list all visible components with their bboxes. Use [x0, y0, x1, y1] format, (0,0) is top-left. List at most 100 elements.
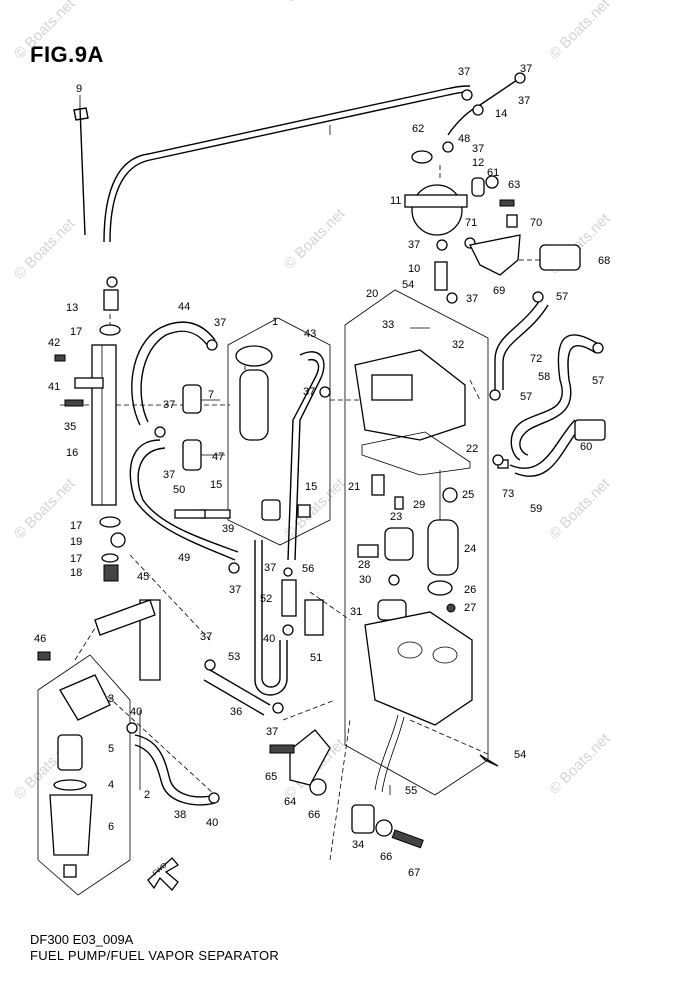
connector-47: [182, 439, 202, 471]
callout: 42: [48, 337, 60, 349]
dash-line: [309, 591, 351, 621]
callout: 56: [302, 563, 314, 575]
callout: 38: [174, 809, 186, 821]
callout: 37: [472, 143, 484, 155]
gasket-22: [361, 431, 471, 476]
callout: 67: [408, 867, 420, 879]
clip-37: [446, 292, 458, 304]
callout: 32: [452, 339, 464, 351]
hose-44-inner: [140, 330, 209, 423]
cable-tie-9: [73, 107, 89, 236]
callout: 37: [214, 317, 226, 329]
fuel-pump-1: [239, 369, 269, 441]
callout: 43: [304, 328, 316, 340]
hose-55-inner: [381, 716, 405, 793]
watermark: © Boats.net: [546, 0, 614, 63]
dash-line: [469, 379, 481, 401]
hose-59: [509, 419, 576, 469]
callout: 50: [173, 484, 185, 496]
washer-17: [99, 516, 121, 528]
fwd-arrow: FWD: [147, 857, 180, 891]
clip-60: [574, 419, 606, 441]
callout: 33: [382, 319, 394, 331]
hose-72-inner: [502, 304, 549, 390]
connector-7: [182, 384, 202, 414]
callout: 55: [405, 785, 417, 797]
bracket-64: [289, 729, 331, 786]
holder-12: [471, 177, 485, 197]
housing-3: [59, 674, 111, 721]
callout: 1: [272, 316, 278, 328]
filter-5: [57, 734, 83, 771]
bolt-42: [54, 354, 66, 362]
bolt-46: [37, 651, 51, 661]
hose-38-inner: [134, 744, 216, 806]
callout: 27: [464, 602, 476, 614]
parts: FWD: [37, 72, 606, 891]
callout: 61: [487, 167, 499, 179]
clip-37: [461, 89, 473, 101]
callout: 4: [108, 779, 114, 791]
clip-37: [204, 659, 216, 671]
callout: 57: [520, 391, 532, 403]
filter-11: [411, 184, 463, 236]
hose-14: [479, 77, 521, 106]
dash-line: [89, 679, 216, 796]
grommet-61: [485, 175, 499, 189]
hose-36-inner: [203, 679, 265, 716]
hose-72: [494, 299, 541, 390]
callout: 37: [408, 239, 420, 251]
callout: 37: [266, 726, 278, 738]
clip-37: [489, 389, 501, 401]
clip-37: [472, 104, 484, 116]
callout: 54: [402, 279, 414, 291]
callout: 71: [465, 217, 477, 229]
dash-line: [129, 554, 211, 641]
screw-29: [394, 496, 404, 510]
callout: 64: [284, 796, 296, 808]
callout: 18: [70, 567, 82, 579]
filter-frame: [37, 654, 131, 896]
filter-26: [427, 580, 453, 596]
callout: 31: [350, 606, 362, 618]
callout: 53: [228, 651, 240, 663]
clip-37: [206, 339, 218, 351]
callout: 16: [66, 447, 78, 459]
callout: 10: [408, 263, 420, 275]
callout: 22: [466, 443, 478, 455]
clip-28: [357, 544, 379, 558]
watermark: © Boats.net: [11, 0, 79, 63]
callout: 44: [178, 301, 190, 313]
callout: 2: [144, 789, 150, 801]
callout: 54: [514, 749, 526, 761]
grommet-39: [261, 499, 281, 521]
diagram-code: DF300 E03_009A: [30, 932, 134, 947]
callout: 72: [530, 353, 542, 365]
callout: 45: [137, 571, 149, 583]
callout: 47: [212, 451, 224, 463]
callout: 30: [359, 574, 371, 586]
watermark: © Boats.net: [281, 205, 349, 273]
callout: 48: [458, 133, 470, 145]
washer-17: [99, 324, 121, 336]
diagram-description: FUEL PUMP/FUEL VAPOR SEPARATOR: [30, 948, 280, 963]
callout: 37: [163, 469, 175, 481]
clip-37: [436, 239, 448, 251]
clip-37: [442, 141, 454, 153]
callout: 41: [48, 381, 60, 393]
callout: 70: [530, 217, 542, 229]
callout: 3: [108, 693, 114, 705]
callout: 37: [518, 95, 530, 107]
screw-30: [388, 574, 400, 586]
bolt-18: [103, 564, 119, 582]
clip-37: [126, 722, 138, 734]
hose-53-inner: [261, 540, 281, 688]
grommet-66: [309, 778, 327, 796]
bracket-69: [469, 234, 521, 276]
drain-6: [63, 864, 77, 878]
washer-17: [101, 553, 119, 563]
clip-15b: [297, 504, 311, 518]
t-joint-52: [281, 579, 297, 617]
grommet-25: [442, 487, 458, 503]
callout: 15: [210, 479, 222, 491]
